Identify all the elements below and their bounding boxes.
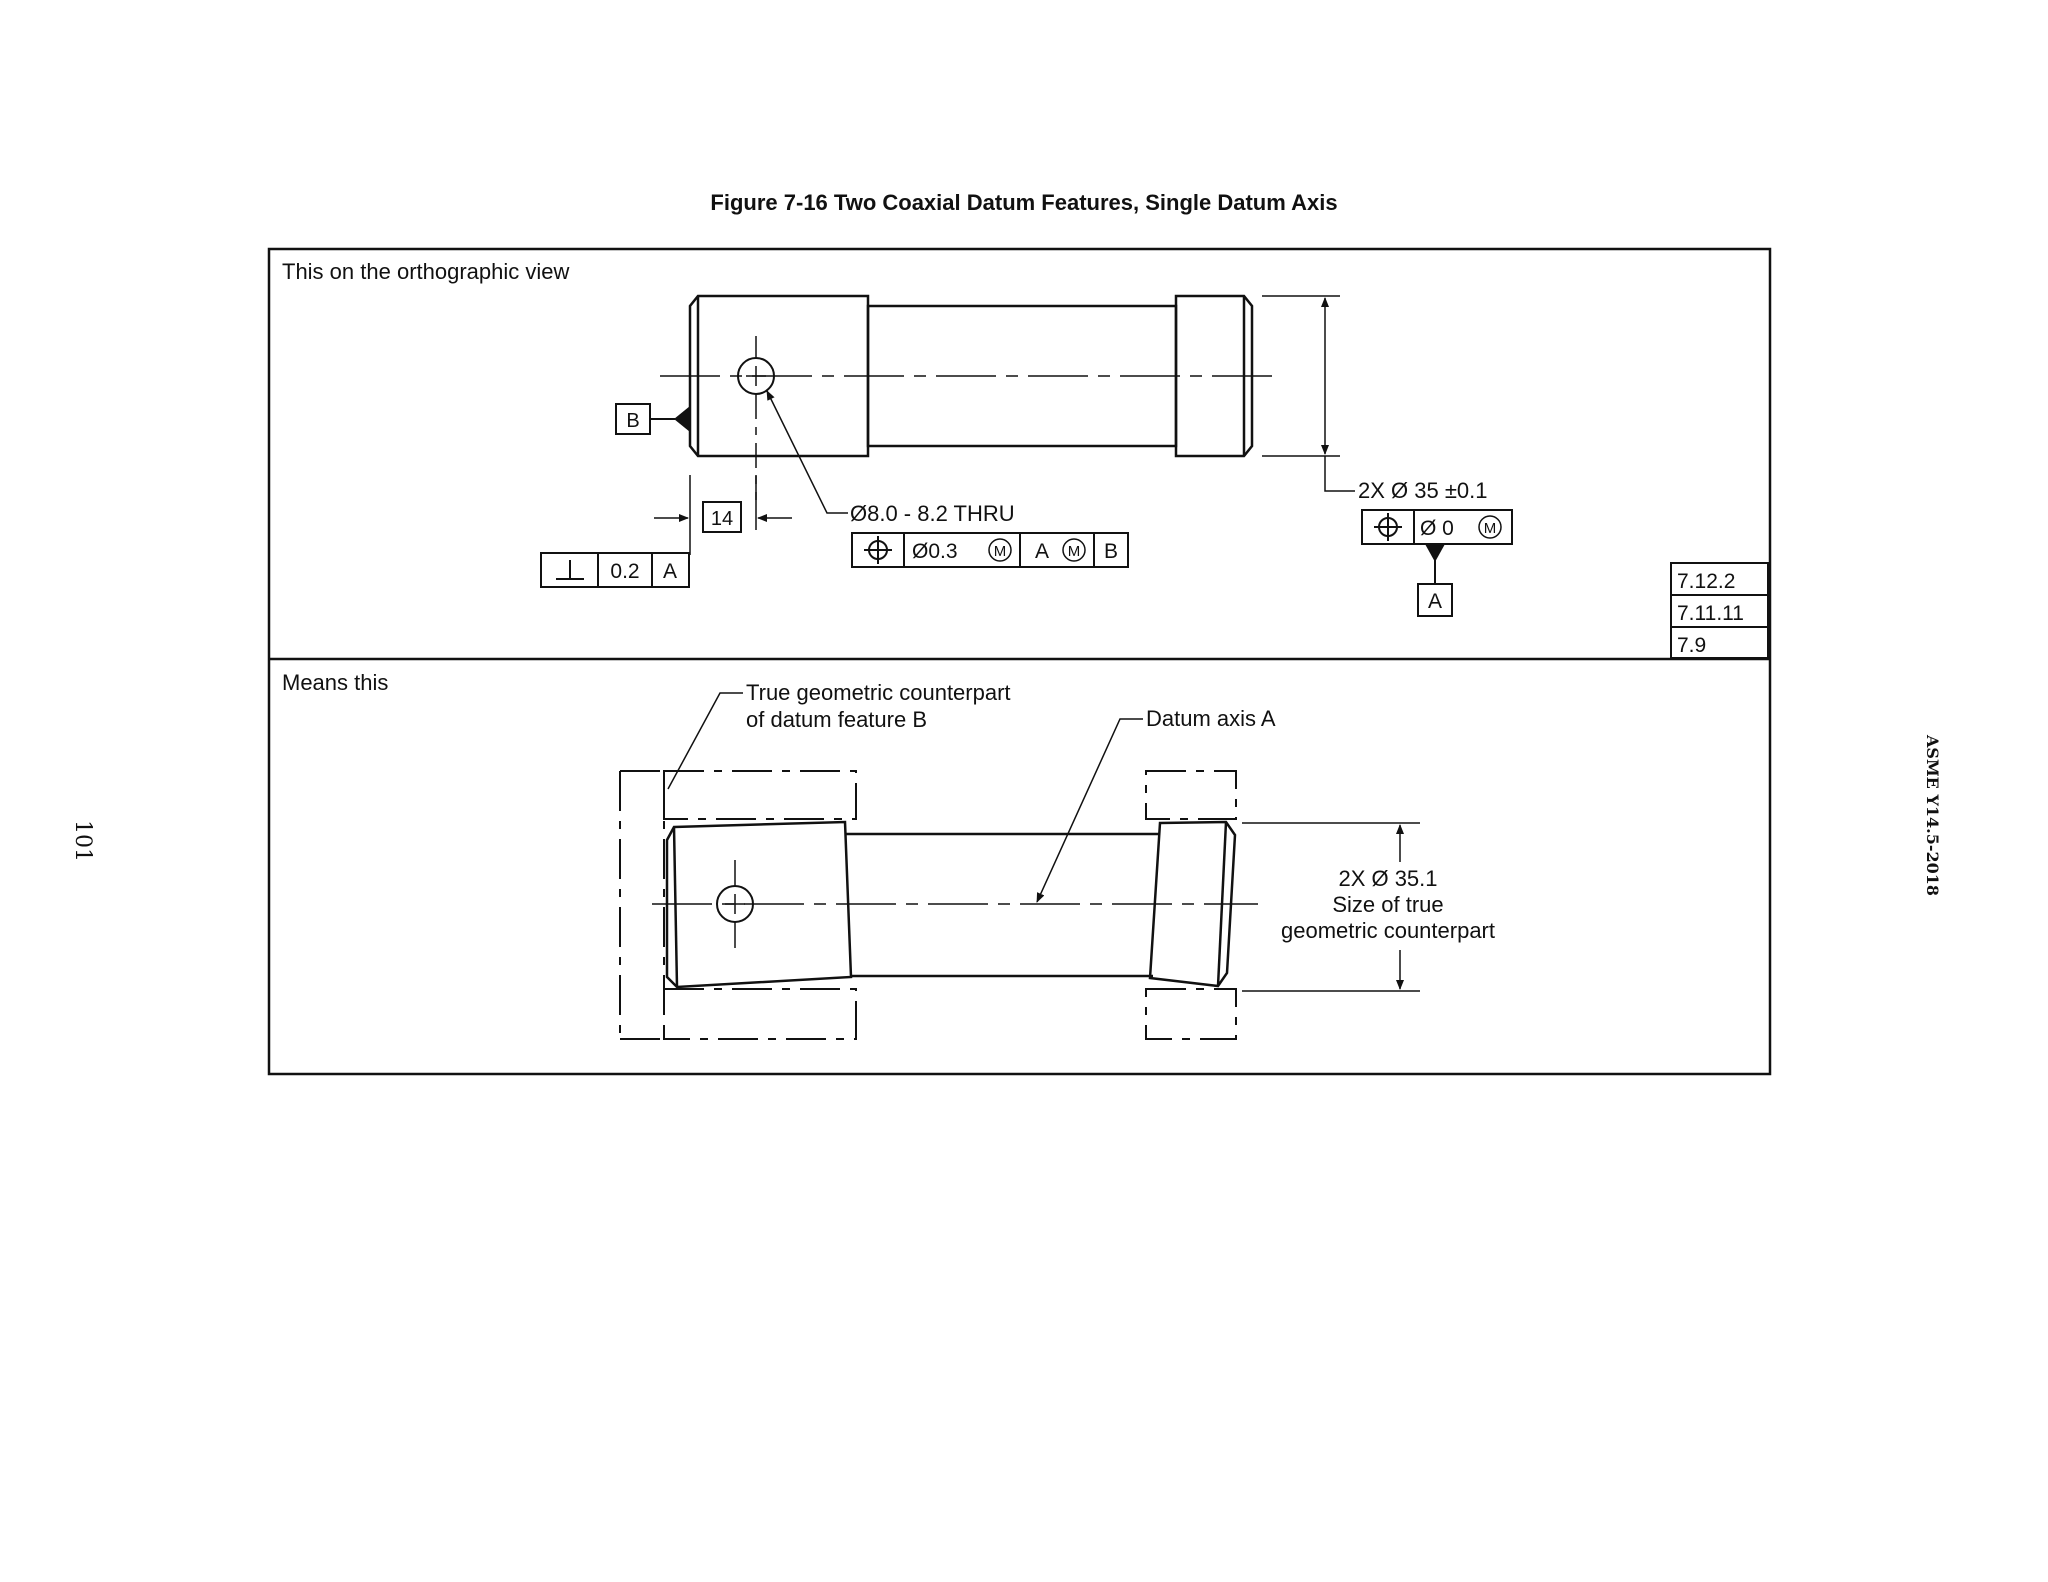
datum-b-feature: B [615,403,690,435]
hole-symbol-bottom [716,860,754,948]
dia-fcf-tolerance: Ø 0 [1420,517,1454,540]
ref-1: 7.12.2 [1677,570,1735,593]
top-panel-label: This on the orthographic view [282,259,569,284]
position-icon [1374,513,1402,541]
perpendicularity-fcf: 0.2 A [540,530,691,588]
hole-fcf-datum1: A [1035,540,1049,563]
figure-title: Figure 7-16 Two Coaxial Datum Features, … [710,190,1338,215]
hole-fcf-tolerance: Ø0.3 [912,540,958,563]
hole-callout: Ø8.0 - 8.2 THRU Ø0.3 M A M B [766,390,1129,568]
position-icon [864,536,892,564]
callout-datum-axis: Datum axis A [1036,706,1276,903]
dim-14-text: 14 [711,508,733,530]
bottom-panel-label: Means this [282,670,388,695]
callout-axis-text: Datum axis A [1146,706,1276,731]
size-line1: 2X Ø 35.1 [1338,866,1437,891]
reference-boxes: 7.12.2 7.11.11 7.9 [1670,562,1769,659]
perp-datum: A [663,560,677,583]
datum-b-letter: B [626,410,639,432]
svg-text:M: M [1068,543,1081,560]
datum-a-letter: A [1428,590,1442,613]
figure-frame [267,247,1772,1076]
ref-2: 7.11.11 [1677,602,1744,625]
hole-fcf-datum2: B [1104,540,1118,563]
callout-b-line2: of datum feature B [746,707,927,732]
size-line2: Size of true [1332,892,1443,917]
size-line3: geometric counterpart [1281,918,1495,943]
ref-3: 7.9 [1677,634,1706,657]
true-geometric-counterparts [619,770,1237,1040]
dia-note: 2X Ø 35 ±0.1 [1358,478,1488,503]
svg-text:M: M [994,543,1007,560]
part-actual [665,820,1237,989]
basic-dim-14: 14 [654,475,792,533]
diameter-dimension: 2X Ø 35 ±0.1 Ø 0 M A [1262,295,1513,617]
hole-note: Ø8.0 - 8.2 THRU [850,501,1015,526]
svg-text:M: M [1484,520,1497,537]
callout-datum-b: True geometric counterpart of datum feat… [667,680,1011,790]
size-dimension: 2X Ø 35.1 Size of true geometric counter… [1242,822,1495,992]
perp-tolerance: 0.2 [610,560,639,583]
callout-b-line1: True geometric counterpart [746,680,1011,705]
